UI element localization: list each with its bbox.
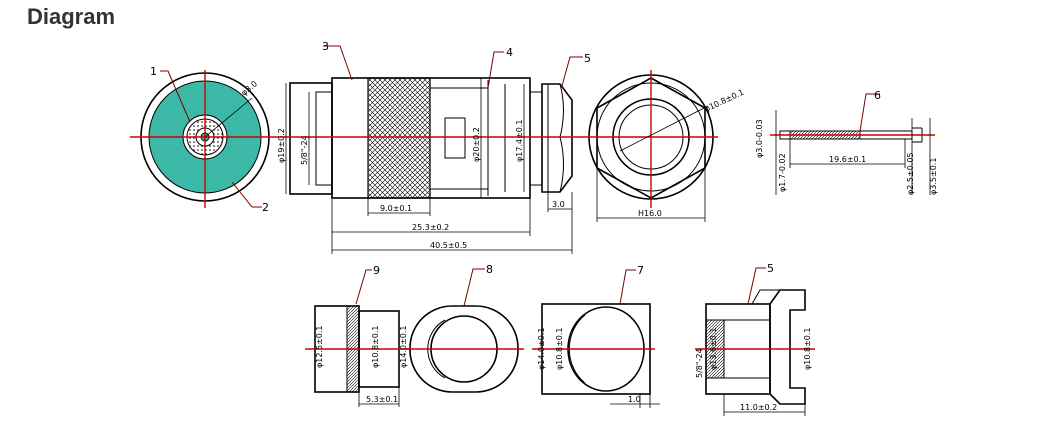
dim-hex: H16.0 [638,209,662,218]
part-label-4: 4 [506,46,513,59]
nut-front-view: φ10.8±0.1 H16.0 [585,70,745,222]
dim-p9-outer: φ12.5±0.1 [315,325,324,368]
pin-view: 6 φ3.0-0.03 φ1.7-0.02 19.6±0.1 φ2.5±0.05… [755,89,938,195]
dim-p9-flange: φ14.0±0.1 [399,325,408,368]
dim-total-len: 40.5±0.5 [430,241,467,250]
dim-knurl-len: 9.0±0.1 [380,204,412,213]
dim-hole-dia: φ3.0 [240,79,260,97]
dim-thread: 5/8"-24 [300,135,309,165]
side-view: φ19±0.2 5/8"-24 φ20±0.2 φ17.4±0.1 9.0±0.… [277,40,591,254]
dim-body-dia: φ19±0.2 [277,128,286,163]
dim-pin-dia2: φ1.7-0.02 [778,153,787,192]
dim-body-len: 25.3±0.2 [412,223,449,232]
dim-p5-inner: φ10.8±0.1 [803,327,812,370]
dim-p5-bore: φ13.6±0.1 [709,327,718,370]
part7-view: φ14.0±0.1 φ10.8±0.1 1.0 7 [532,264,660,408]
dim-pin-d3: φ2.5±0.05 [906,152,915,195]
dim-p7-outer: φ14.0±0.1 [537,327,546,370]
part-label-8: 8 [486,263,493,276]
part5-section-view: 5/8"-24 φ13.6±0.1 φ10.8±0.1 11.0±0.2 5 [695,262,815,416]
dim-p5-thread: 5/8"-24 [695,348,704,378]
dim-pin-len: 19.6±0.1 [829,155,866,164]
dim-nut-inner-dia: φ10.8±0.1 [703,88,745,114]
dim-p9-mid: φ10.8±0.1 [371,325,380,368]
part-label-9: 9 [373,264,380,277]
dim-nut-dia: φ17.4±0.1 [515,119,524,162]
dim-pin-d4: φ3.5±0.1 [929,158,938,195]
dim-p5-len: 11.0±0.2 [740,403,777,412]
dim-p9-len: 5.3±0.1 [366,395,398,404]
part9-view: φ12.5±0.1 φ10.8±0.1 φ14.0±0.1 5.3±0.1 9 [305,264,410,407]
dim-pin-dia: φ3.0-0.03 [755,119,764,158]
part-label-2: 2 [262,201,269,214]
dim-nut-width: 3.0 [552,200,565,209]
part8-view: 8 [404,263,524,393]
page-title: Diagram [27,4,116,29]
part-label-5b: 5 [767,262,774,275]
part-label-3: 3 [322,40,329,53]
part-label-1: 1 [150,65,157,78]
end-view: φ3.0 1 2 [130,65,280,214]
part-label-5: 5 [584,52,591,65]
dim-p7-width: 1.0 [628,395,641,404]
dim-knurl-dia: φ20±0.2 [472,127,481,162]
part-label-7: 7 [637,264,644,277]
dim-p7-inner: φ10.8±0.1 [555,327,564,370]
part-label-6: 6 [874,89,881,102]
